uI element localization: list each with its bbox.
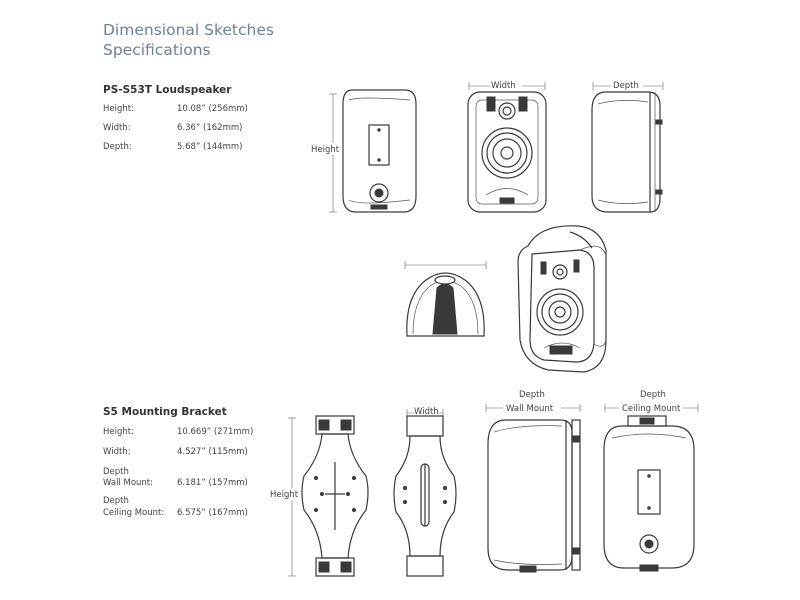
speaker-side-view: Depth <box>591 79 664 213</box>
spec-label-height: Height: <box>103 104 134 114</box>
dim-label-bracket-width: Width <box>414 407 439 417</box>
bracket-wall-mount-view: Depth Wall Mount <box>485 390 581 573</box>
loudspeaker-heading: PS-S53T Loudspeaker <box>103 84 232 96</box>
spec-value-height: 10.08” (256mm) <box>177 104 248 114</box>
page-title: Dimensional Sketches Specifications <box>103 20 274 60</box>
dim-label-depth: Depth <box>613 81 639 91</box>
dim-label-depth-ceiling-1: Depth <box>640 390 666 400</box>
dim-label-width: Width <box>491 81 516 91</box>
speaker-top-view <box>404 261 487 337</box>
dim-label-bracket-height: Height <box>270 490 299 500</box>
title-line-1: Dimensional Sketches <box>103 21 274 39</box>
bracket-value-depth-ceiling: 6.575” (167mm) <box>177 508 248 518</box>
bracket-label-height: Height: <box>103 427 134 437</box>
spec-value-depth: 5.68” (144mm) <box>177 142 243 152</box>
dim-label-depth-wall-2: Wall Mount <box>506 404 554 414</box>
bracket-front-view: Height <box>270 415 369 577</box>
dim-label-depth-ceiling-2: Ceiling Mount <box>622 404 681 414</box>
bracket-side-view: Width <box>393 405 457 577</box>
bracket-value-width: 4.527” (115mm) <box>177 447 248 457</box>
dim-label-depth-wall-1: Depth <box>519 390 545 400</box>
bracket-value-height: 10.669” (271mm) <box>177 427 254 437</box>
spec-label-depth: Depth: <box>103 142 132 152</box>
bracket-label-depth-ceiling-1: Depth <box>103 496 129 506</box>
bracket-label-depth-ceiling-2: Ceiling Mount: <box>103 508 165 518</box>
bracket-ceiling-mount-view: Depth Ceiling Mount <box>603 390 699 572</box>
speaker-back-view: Height <box>311 89 417 213</box>
spec-label-width: Width: <box>103 123 131 133</box>
bracket-heading: S5 Mounting Bracket <box>103 406 227 418</box>
title-line-2: Specifications <box>103 41 211 59</box>
bracket-label-depth-wall-1: Depth <box>103 467 129 477</box>
bracket-value-depth-wall: 6.181” (157mm) <box>177 478 248 488</box>
spec-value-width: 6.36” (162mm) <box>177 123 243 133</box>
bracket-label-depth-wall-2: Wall Mount: <box>103 478 153 488</box>
dim-label-height: Height <box>311 145 340 155</box>
speaker-front-view: Width <box>467 79 547 213</box>
speaker-perspective-view <box>517 225 607 373</box>
bracket-label-width: Width: <box>103 447 131 457</box>
